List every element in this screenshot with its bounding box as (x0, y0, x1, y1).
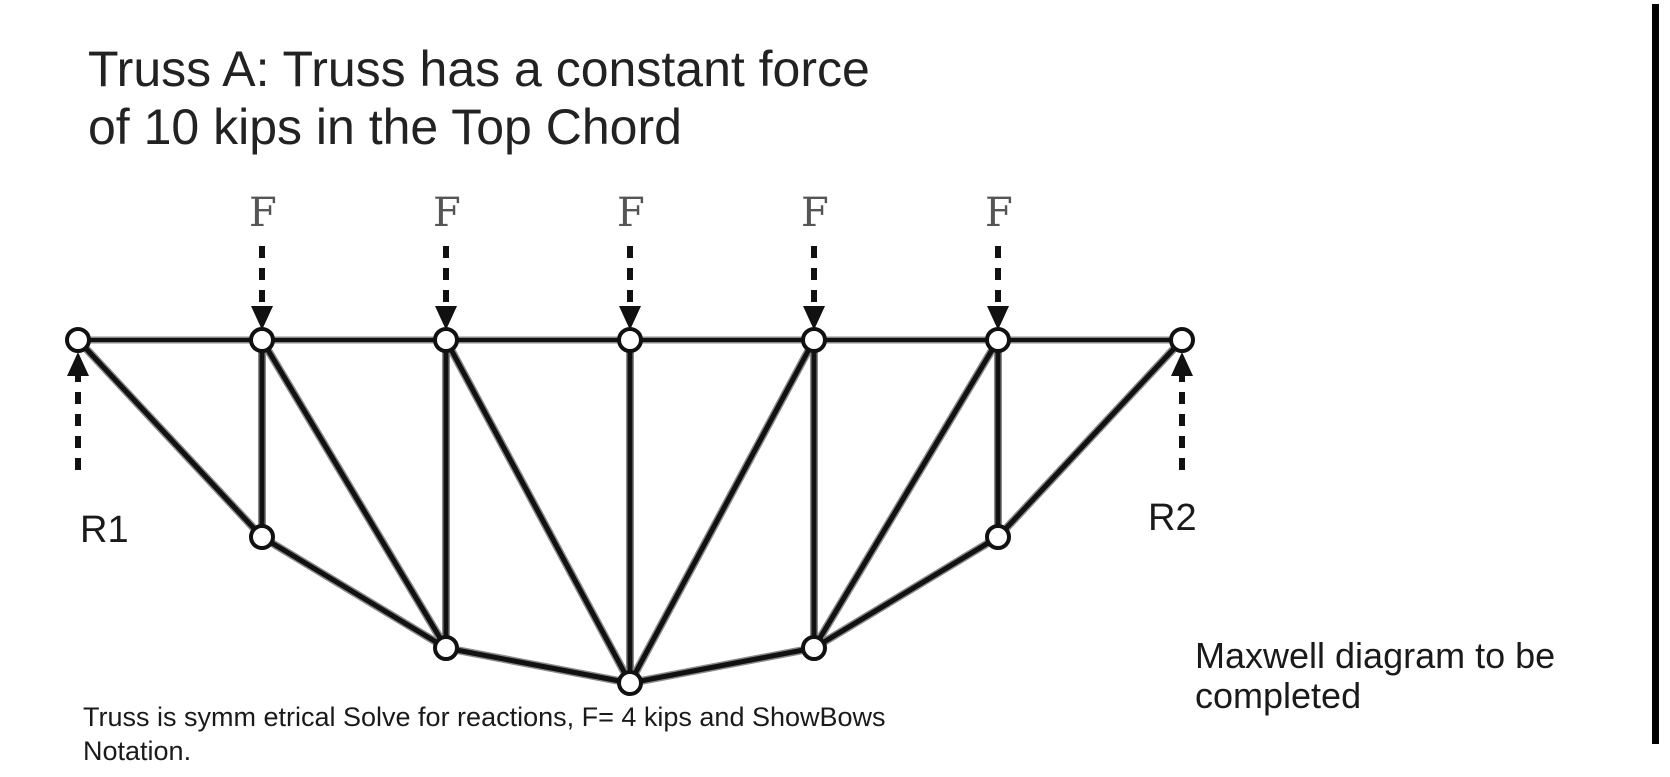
load-arrow-head (435, 306, 457, 330)
bottom-joint (801, 635, 827, 661)
title-line-1: Truss A: Truss has a constant force (88, 41, 870, 97)
maxwell-note-line-2: completed (1195, 675, 1362, 716)
force-label-f: F (801, 190, 829, 236)
force-label-f: F (985, 190, 1013, 236)
top-joint (433, 327, 459, 353)
top-joint (1169, 327, 1195, 353)
top-joint (617, 327, 643, 353)
diagonal-member (259, 337, 449, 651)
top-joint (65, 327, 91, 353)
bottom-chord-member (627, 645, 817, 686)
bottom-chord-member (995, 337, 1185, 540)
truss-joints (65, 327, 1195, 696)
maxwell-note: Maxwell diagram to be completed (1195, 636, 1615, 716)
title-line-2: of 10 kips in the Top Chord (88, 99, 682, 155)
reaction-label-r1: R1 (80, 509, 129, 551)
caption-line-2: Notation. (83, 736, 192, 766)
load-arrows (251, 246, 1009, 330)
bottom-chord-member (811, 534, 1001, 651)
bottom-joint (617, 670, 643, 696)
top-joint (801, 327, 827, 353)
load-arrow-head (251, 306, 273, 330)
load-arrow-head (803, 306, 825, 330)
force-label-f: F (249, 190, 277, 236)
bottom-chord-member (75, 337, 265, 540)
reaction-arrow-r1-head (67, 352, 89, 376)
bottom-chord-member (443, 645, 633, 686)
truss-members (74, 336, 1186, 687)
reaction-arrow-r2-head (1171, 352, 1193, 376)
diagonal-member (811, 337, 1001, 651)
force-label-f: F (433, 190, 461, 236)
bottom-joint (985, 524, 1011, 550)
diagonal-member (443, 337, 633, 686)
load-arrow-head (619, 306, 641, 330)
force-label-f: F (617, 190, 645, 236)
problem-caption: Truss is symm etrical Solve for reaction… (83, 700, 1143, 768)
reaction-arrows (67, 352, 1193, 480)
page-divider (1652, 4, 1659, 744)
bottom-joint (433, 635, 459, 661)
bottom-chord-member (259, 534, 449, 651)
caption-line-1: Truss is symm etrical Solve for reaction… (83, 702, 886, 732)
top-joint (249, 327, 275, 353)
top-joint (985, 327, 1011, 353)
maxwell-note-line-1: Maxwell diagram to be (1195, 635, 1556, 676)
diagonal-member (627, 337, 817, 686)
diagram-title: Truss A: Truss has a constant force of 1… (88, 40, 1088, 156)
reaction-label-r2: R2 (1148, 497, 1197, 539)
bottom-joint (249, 524, 275, 550)
load-arrow-head (987, 306, 1009, 330)
